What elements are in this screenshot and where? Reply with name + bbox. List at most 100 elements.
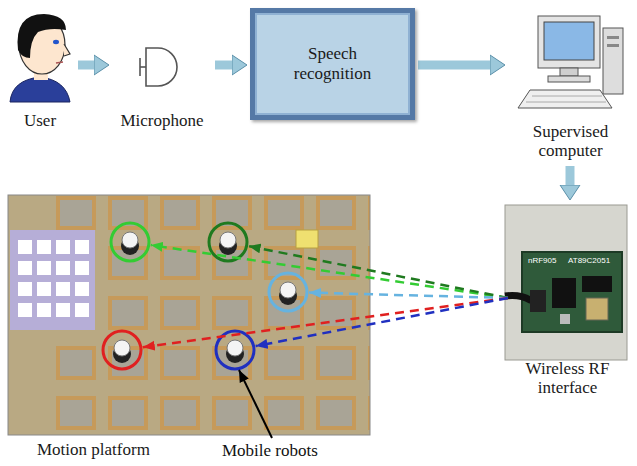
flow-arrow <box>78 61 94 70</box>
maze-walls <box>58 198 370 428</box>
node-label: Wireless RF interface <box>512 359 624 398</box>
mobile-robot <box>269 273 307 311</box>
maze-wall <box>266 198 302 228</box>
mobile-robot-part <box>111 223 149 261</box>
photo-frame <box>8 195 370 435</box>
platform-node: Motion platform <box>5 193 373 463</box>
grid-panel <box>10 230 95 330</box>
maze-wall <box>162 198 198 228</box>
rf-board-photo-part <box>530 290 546 312</box>
mobile-robot <box>103 331 141 369</box>
maze-wall <box>162 348 198 378</box>
mobile-robot-part <box>280 282 296 298</box>
grid-cell <box>18 303 32 317</box>
radio-link <box>309 293 508 298</box>
microphone-icon-part <box>140 66 146 68</box>
grid-cell <box>18 261 32 275</box>
computer-icon-part <box>603 28 623 94</box>
grid-panel-part <box>18 240 89 317</box>
computer-icon-part <box>548 76 590 82</box>
radio-link <box>249 246 508 298</box>
maze-wall <box>58 348 94 378</box>
microphone-icon <box>140 48 177 86</box>
grid-cell <box>37 282 51 296</box>
maze-wall <box>266 398 302 428</box>
chip-label: AT89C2051 <box>568 256 610 265</box>
mobile-robot-part <box>114 340 130 356</box>
user-icon-part <box>10 77 70 102</box>
computer-icon-part <box>560 68 578 76</box>
radio-link <box>143 298 508 347</box>
user-node: User <box>5 5 75 133</box>
grid-panel-part <box>10 230 95 330</box>
node-label: Motion platform <box>37 440 150 460</box>
flow-arrow <box>215 61 232 70</box>
maze-wall <box>318 198 354 228</box>
grid-cell <box>18 240 32 254</box>
mobile-robot <box>111 223 149 261</box>
computer-node: Supervised computer <box>508 18 633 163</box>
motion-platform-photo-part <box>8 195 370 435</box>
grid-cell <box>18 282 32 296</box>
maze-wall <box>162 298 198 328</box>
rf-board-photo-part <box>560 314 570 324</box>
process-box: Speech recognition <box>250 8 415 120</box>
node-label: User <box>24 111 56 131</box>
grid-cell <box>37 240 51 254</box>
grid-cell <box>37 303 51 317</box>
user-icon-part <box>56 62 63 63</box>
mobile-robot-part <box>220 232 236 248</box>
radio-link <box>151 245 508 298</box>
computer-icon-part <box>544 22 594 60</box>
flow-arrow <box>418 61 490 70</box>
grid-cell <box>75 282 89 296</box>
motion-platform-photo-part <box>296 230 318 248</box>
maze-wall <box>110 398 146 428</box>
motion-platform-photo <box>8 195 370 435</box>
user-icon <box>10 14 70 102</box>
user-icon-part <box>53 40 59 44</box>
microphone-icon-part <box>146 48 177 86</box>
rf-board-photo-part <box>522 252 622 332</box>
mobile-robot-part <box>227 340 243 356</box>
computer-icon-part <box>607 44 619 47</box>
mobile-robot-part <box>209 223 247 261</box>
grid-cell <box>75 261 89 275</box>
flow-arrow <box>566 166 575 185</box>
maze-wall <box>58 398 94 428</box>
mobile-robot-part <box>269 273 307 311</box>
chip-label: nRF905 <box>528 256 556 265</box>
rf-board-photo-part <box>552 278 576 308</box>
rf-board-photo <box>505 205 627 360</box>
mobile-robot-part <box>103 331 141 369</box>
rf-interface-node: Wireless RF interface <box>505 203 630 400</box>
callout-label: Mobile robots <box>222 441 318 461</box>
computer-icon <box>518 16 623 108</box>
user-icon-part <box>64 44 70 56</box>
radio-link <box>256 298 508 346</box>
rf-board-photo-part <box>582 276 612 292</box>
maze-wall <box>58 198 94 228</box>
computer-icon-part <box>526 96 606 102</box>
computer-icon-part <box>607 36 619 39</box>
radio-links <box>143 245 508 347</box>
user-icon-part <box>18 14 66 58</box>
maze-wall <box>266 348 302 378</box>
node-label: Supervised computer <box>519 122 623 161</box>
maze-wall <box>110 298 146 328</box>
node-label: Microphone <box>120 111 203 131</box>
leader-arrow <box>239 370 272 438</box>
maze-wall <box>318 398 354 428</box>
computer-icon-part <box>538 16 600 68</box>
grid-cell <box>37 261 51 275</box>
grid-cell <box>56 261 70 275</box>
grid-cell <box>56 303 70 317</box>
maze-wall <box>214 298 250 328</box>
grid-cell <box>75 240 89 254</box>
node-label: Speech recognition <box>277 44 389 83</box>
maze-wall <box>214 398 250 428</box>
grid-cell <box>56 240 70 254</box>
computer-icon-part <box>518 90 612 108</box>
grid-cell <box>75 303 89 317</box>
